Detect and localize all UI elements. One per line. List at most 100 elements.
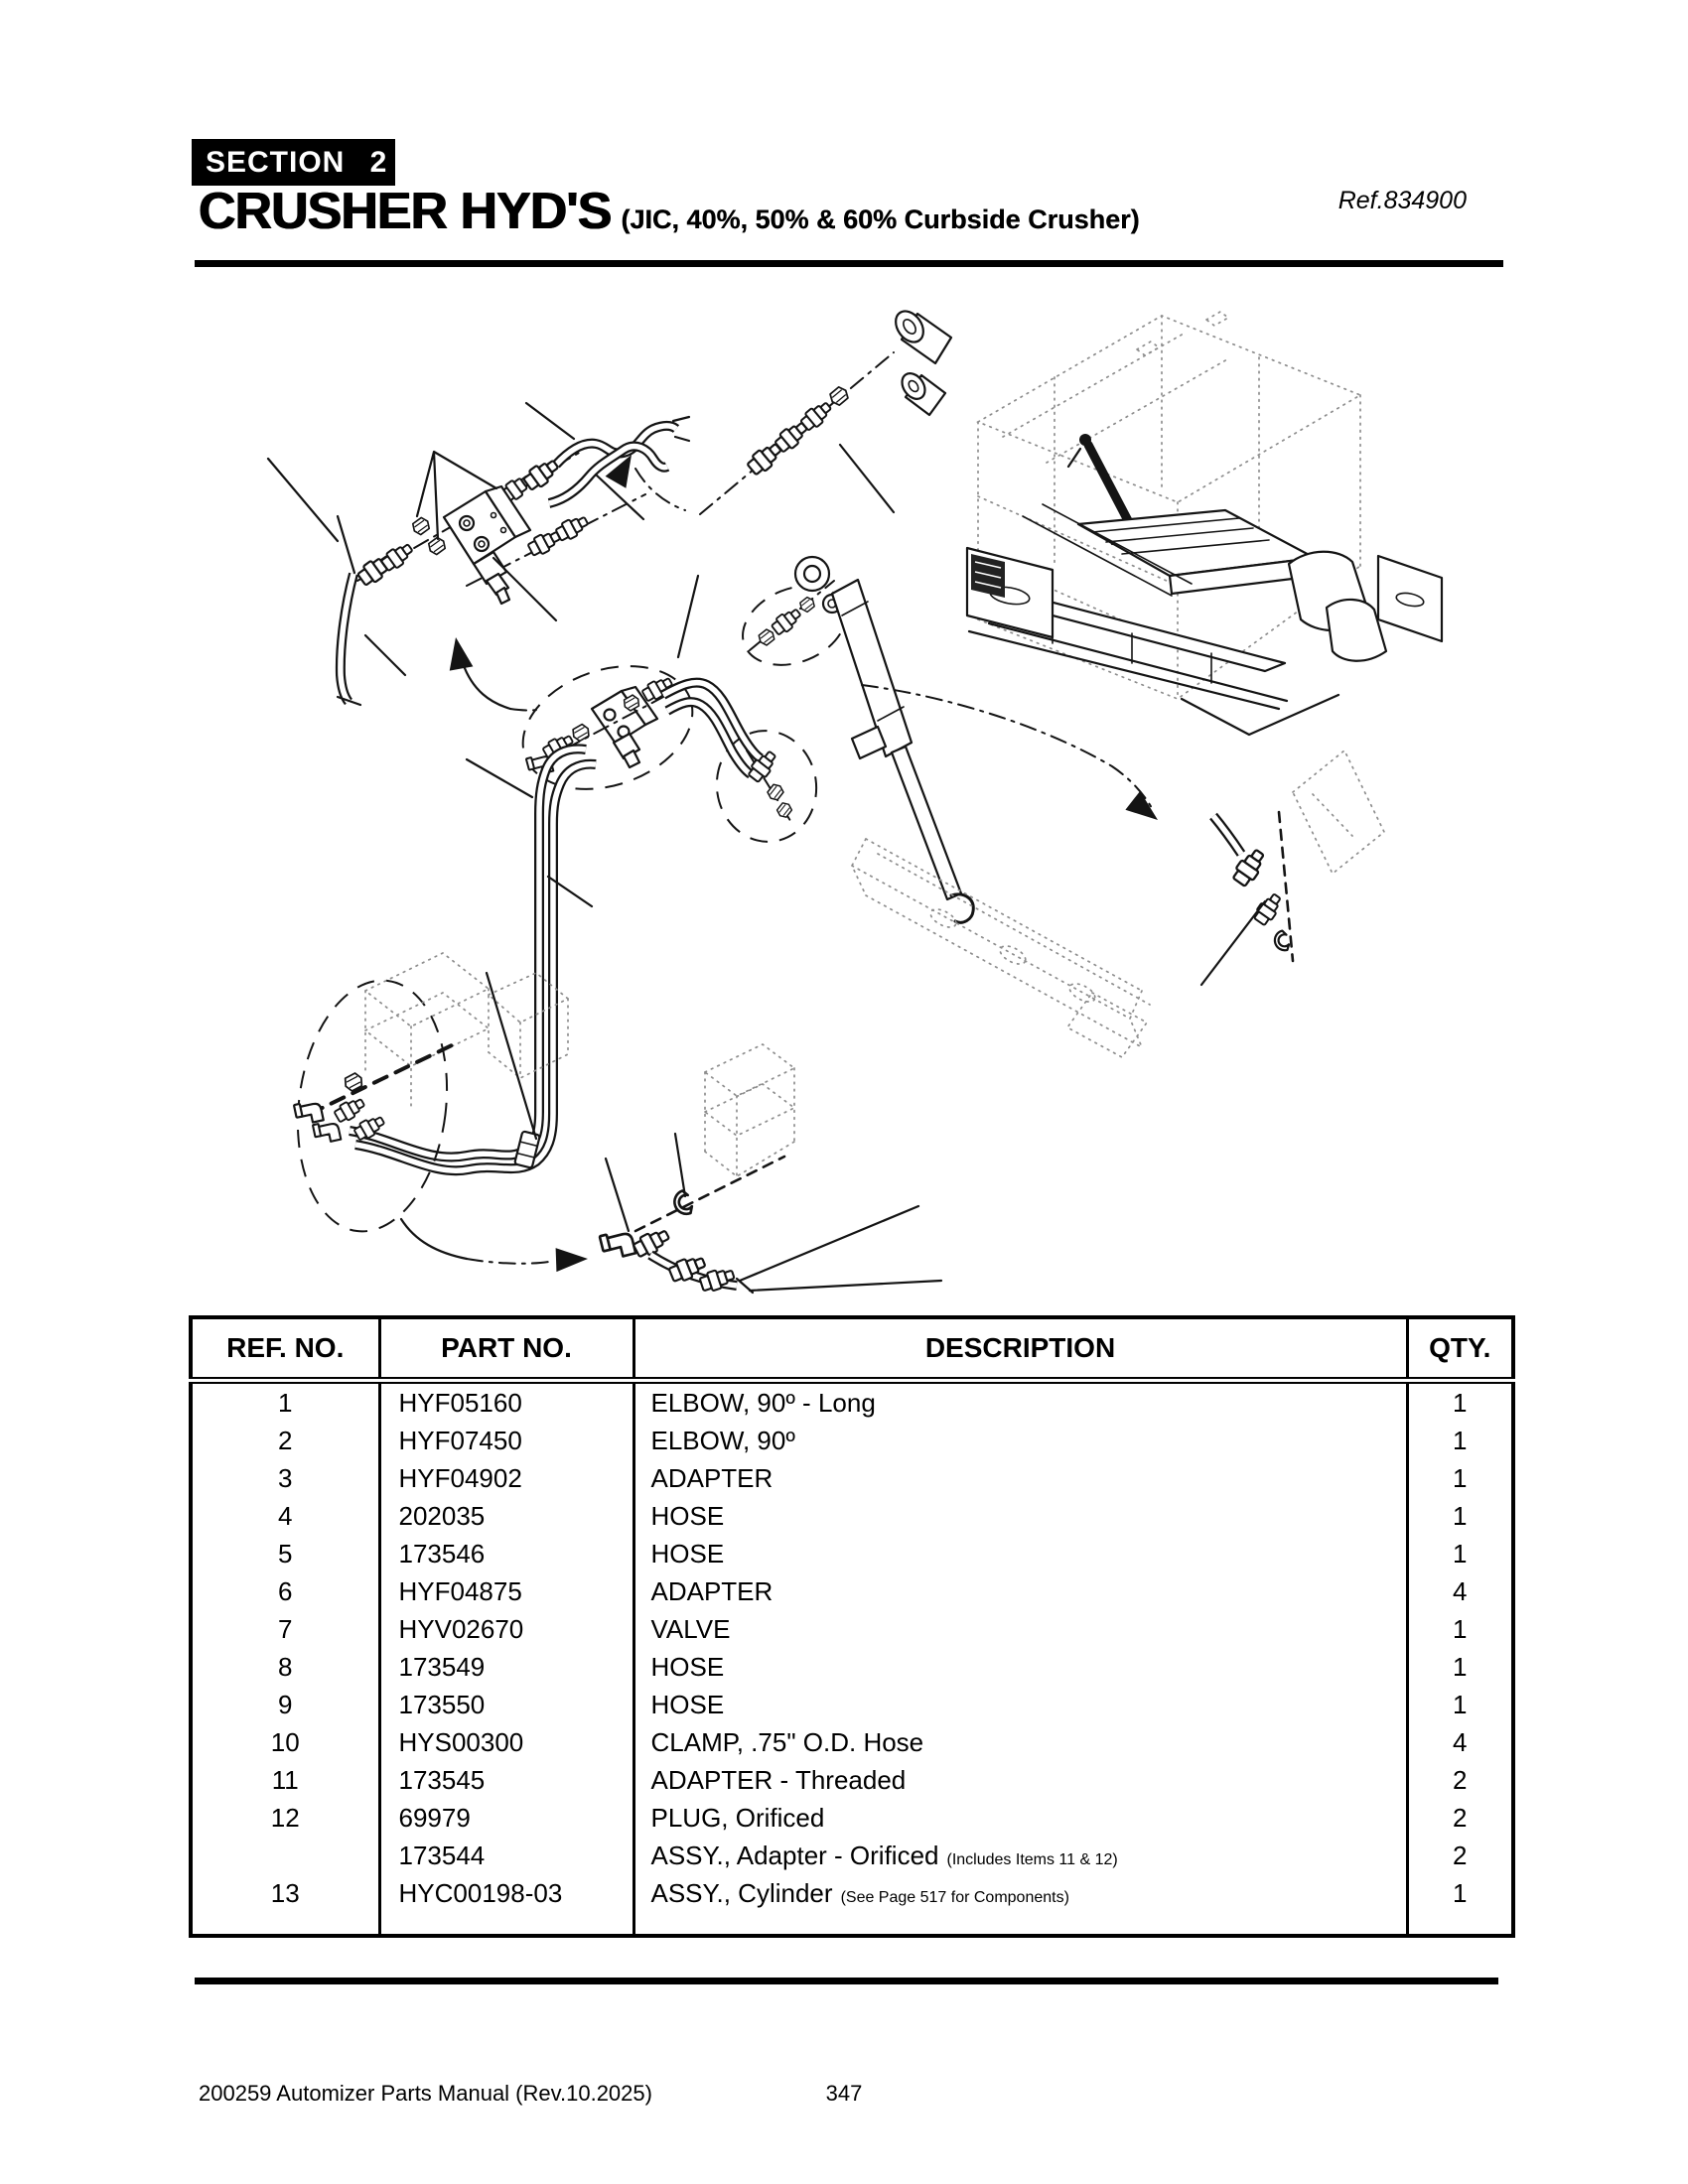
- part-no-cell: 202035: [377, 1497, 633, 1535]
- ref-no-cell: [191, 1837, 379, 1874]
- table-row: 6 HYF04875 ADAPTER 4: [191, 1572, 1513, 1610]
- curved-hose-left: [335, 572, 362, 707]
- table-row: 9 173550 HOSE 1: [191, 1686, 1513, 1723]
- crusher-mechanism: [1022, 434, 1319, 597]
- table-row: 2 HYF07450 ELBOW, 90º 1: [191, 1422, 1513, 1459]
- valve-bank-ghost-center: [703, 1043, 796, 1178]
- ref-no-cell: 9: [278, 1689, 293, 1719]
- truck-chassis: [965, 546, 1444, 737]
- description-cell: HOSE: [632, 1497, 1407, 1535]
- bracket-ghost-right: [1291, 749, 1386, 876]
- qty-cell: 4: [1405, 1723, 1513, 1761]
- part-no-cell: 173550: [377, 1686, 633, 1723]
- description-cell: HOSE: [632, 1648, 1407, 1686]
- qty-cell: 1: [1405, 1648, 1513, 1686]
- header-rule: [195, 260, 1503, 267]
- description-text: VALVE: [650, 1613, 731, 1644]
- valve-hose-assembly-top-left: [354, 415, 691, 606]
- description-text: CLAMP, .75" O.D. Hose: [650, 1726, 924, 1757]
- part-no-cell: 173546: [377, 1535, 633, 1572]
- description-note: (See Page 517 for Components): [840, 1888, 1069, 1906]
- title-text: CRUSHER HYD'S: [199, 183, 612, 240]
- page-number: 347: [825, 2081, 863, 2106]
- reference-number: Ref.834900: [1337, 187, 1467, 214]
- description-text: HOSE: [650, 1651, 725, 1682]
- qty-cell: 1: [1405, 1686, 1513, 1723]
- col-header-description: DESCRIPTION: [632, 1317, 1407, 1384]
- mount-channel-ghost: [851, 838, 1151, 1059]
- description-cell: ADAPTER - Threaded: [632, 1761, 1407, 1799]
- ref-no-cell: 7: [278, 1613, 293, 1644]
- description-text: HOSE: [650, 1689, 725, 1719]
- description-cell: HOSE: [632, 1535, 1407, 1572]
- part-no-cell: HYV02670: [377, 1610, 633, 1648]
- qty-cell: 1: [1405, 1874, 1513, 1912]
- description-note: (Includes Items 11 & 12): [946, 1850, 1118, 1868]
- fitting-group-right: [1209, 749, 1386, 963]
- description-cell: ASSY., Cylinder(See Page 517 for Compone…: [632, 1874, 1407, 1912]
- ref-no-cell: 3: [278, 1462, 293, 1493]
- ref-no-cell: 4: [278, 1500, 293, 1531]
- description-cell: VALVE: [632, 1610, 1407, 1648]
- qty-cell: 1: [1405, 1459, 1513, 1497]
- valve-station-center: [598, 1043, 796, 1296]
- col-header-part-no: PART NO.: [377, 1317, 633, 1384]
- page-title: CRUSHER HYD'S (JIC, 40%, 50% & 60% Curbsi…: [199, 182, 1140, 241]
- ref-no-cell: 6: [278, 1575, 293, 1606]
- part-no-cell: 173544: [377, 1837, 633, 1874]
- part-no-cell: 173545: [377, 1761, 633, 1799]
- leader-lines: [266, 401, 1267, 1293]
- crusher-cylinder-exploded: [793, 555, 975, 924]
- description-text: ADAPTER - Threaded: [650, 1764, 907, 1795]
- description-cell: HOSE: [632, 1686, 1407, 1723]
- col-header-ref-no: REF. NO.: [191, 1317, 379, 1384]
- truck-body-wireframe: [976, 310, 1362, 700]
- description-cell: ADAPTER: [632, 1572, 1407, 1610]
- table-row: 10 HYS00300 CLAMP, .75" O.D. Hose 4: [191, 1723, 1513, 1761]
- table-row: 3 HYF04902 ADAPTER 1: [191, 1459, 1513, 1497]
- ref-no-cell: 12: [270, 1802, 300, 1833]
- qty-cell: 2: [1405, 1799, 1513, 1837]
- table-row: 173544 ASSY., Adapter - Orificed(Include…: [191, 1837, 1513, 1874]
- hose-run-vertical: [349, 744, 597, 1176]
- hose-tube-and-clamp-part: [895, 310, 953, 417]
- valve-station-left: [292, 952, 570, 1233]
- description-text: PLUG, Orificed: [650, 1802, 825, 1833]
- ref-no-cell: 1: [278, 1387, 293, 1418]
- part-no-cell: HYF05160: [377, 1380, 633, 1422]
- description-cell: ELBOW, 90º: [632, 1422, 1407, 1459]
- flow-arrows: [399, 449, 1166, 1273]
- table-row: 7 HYV02670 VALVE 1: [191, 1610, 1513, 1648]
- table-row: 11 173545 ADAPTER - Threaded 2: [191, 1761, 1513, 1799]
- description-cell: ELBOW, 90º - Long: [632, 1380, 1407, 1422]
- footer-rule: [195, 1978, 1498, 1984]
- ref-no-cell: 13: [270, 1877, 300, 1908]
- ref-no-cell: 2: [278, 1425, 293, 1455]
- part-no-cell: 69979: [377, 1799, 633, 1837]
- qty-cell: 1: [1405, 1422, 1513, 1459]
- ref-no-cell: 8: [278, 1651, 293, 1682]
- section-badge: SECTION 2: [192, 139, 395, 186]
- description-text: ELBOW, 90º - Long: [650, 1387, 876, 1418]
- fitting-chain-top: [699, 351, 895, 515]
- parts-table: REF. NO. PART NO. DESCRIPTION QTY. 1 HYF…: [189, 1315, 1515, 1938]
- description-text: HOSE: [650, 1500, 725, 1531]
- table-row: 4 202035 HOSE 1: [191, 1497, 1513, 1535]
- table-row: 13 HYC00198-03 ASSY., Cylinder(See Page …: [191, 1874, 1513, 1912]
- ref-no-cell: 5: [278, 1538, 293, 1569]
- description-text: ADAPTER: [650, 1575, 774, 1606]
- manual-reference: 200259 Automizer Parts Manual (Rev.10.20…: [199, 2081, 652, 2106]
- part-no-cell: HYF07450: [377, 1422, 633, 1459]
- table-row: 12 69979 PLUG, Orificed 2: [191, 1799, 1513, 1837]
- qty-cell: 4: [1405, 1572, 1513, 1610]
- table-row: 1 HYF05160 ELBOW, 90º - Long 1: [191, 1380, 1513, 1422]
- subtitle-text: (JIC, 40%, 50% & 60% Curbside Crusher): [621, 205, 1140, 234]
- table-row: 5 173546 HOSE 1: [191, 1535, 1513, 1572]
- part-no-cell: 173549: [377, 1648, 633, 1686]
- description-cell: ASSY., Adapter - Orificed(Includes Items…: [632, 1837, 1407, 1874]
- description-text: HOSE: [650, 1538, 725, 1569]
- table-spacer-row: [191, 1912, 1513, 1936]
- valve-bank-ghost-left: [363, 952, 570, 1107]
- description-cell: ADAPTER: [632, 1459, 1407, 1497]
- part-no-cell: HYF04902: [377, 1459, 633, 1497]
